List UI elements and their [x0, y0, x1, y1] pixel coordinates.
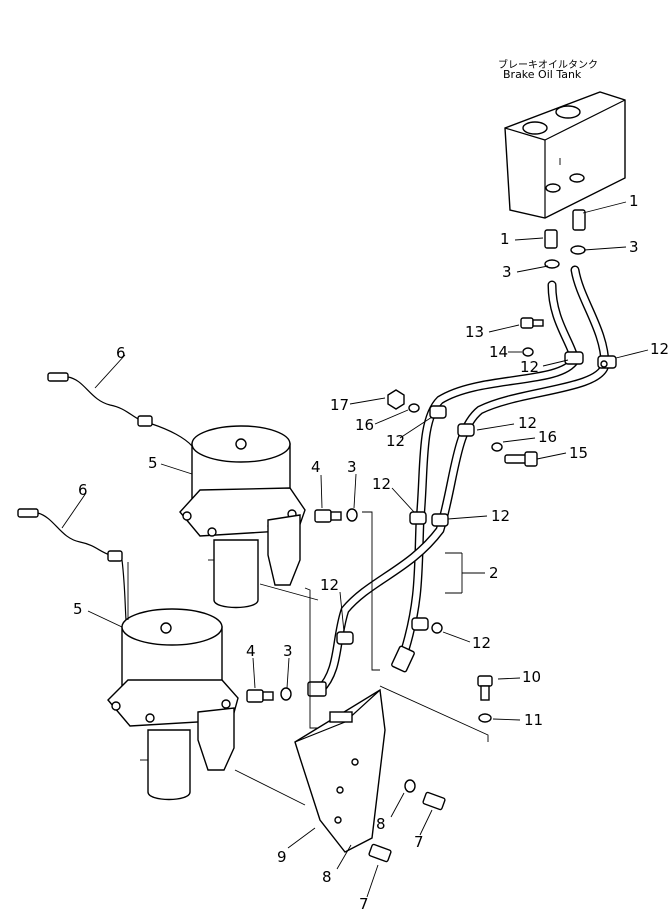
callout-9: 9 — [277, 848, 287, 866]
callout-3: 3 — [502, 263, 512, 281]
callout-12: 12 — [320, 576, 340, 594]
callout-6: 6 — [78, 481, 88, 499]
callout-15: 15 — [569, 444, 589, 462]
callout-7: 7 — [414, 833, 424, 851]
callout-12: 12 — [386, 432, 406, 450]
callout-13: 13 — [465, 323, 485, 341]
callout-16: 16 — [538, 428, 558, 446]
callout-16: 16 — [355, 416, 375, 434]
sensor-wires — [17, 372, 193, 621]
callout-4: 4 — [311, 458, 321, 476]
callout-3: 3 — [629, 238, 639, 256]
callout-14: 14 — [489, 343, 509, 361]
brake-oil-tank — [504, 91, 626, 219]
bracket — [294, 688, 386, 853]
tank-label-jp: ブレーキオイルタンク — [498, 60, 598, 71]
callout-1: 1 — [500, 230, 510, 248]
tank-label-en: Brake Oil Tank — [503, 68, 582, 81]
callout-5: 5 — [73, 600, 83, 618]
callout-8: 8 — [376, 815, 386, 833]
callout-11: 11 — [524, 711, 544, 729]
leader-lines — [61, 201, 649, 898]
callout-5: 5 — [148, 454, 158, 472]
callout-12: 12 — [520, 358, 540, 376]
callout-12: 12 — [372, 475, 392, 493]
callout-2: 2 — [489, 564, 499, 582]
reference-lines — [127, 511, 489, 806]
hose-clamps — [336, 351, 617, 645]
booster-lower — [107, 608, 239, 801]
callout-1: 1 — [629, 192, 639, 210]
callout-10: 10 — [522, 668, 542, 686]
callout-12: 12 — [518, 414, 538, 432]
callout-3: 3 — [347, 458, 357, 476]
callout-12: 12 — [650, 340, 670, 358]
callout-4: 4 — [246, 642, 256, 660]
hardware — [246, 317, 544, 863]
callout-12: 12 — [472, 634, 492, 652]
booster-upper — [179, 425, 306, 609]
callout-7: 7 — [359, 895, 369, 911]
callout-17: 17 — [330, 396, 350, 414]
callout-12: 12 — [491, 507, 511, 525]
callout-8: 8 — [322, 868, 332, 886]
tank-fittings — [544, 209, 586, 269]
callout-6: 6 — [116, 344, 126, 362]
callout-3: 3 — [283, 642, 293, 660]
